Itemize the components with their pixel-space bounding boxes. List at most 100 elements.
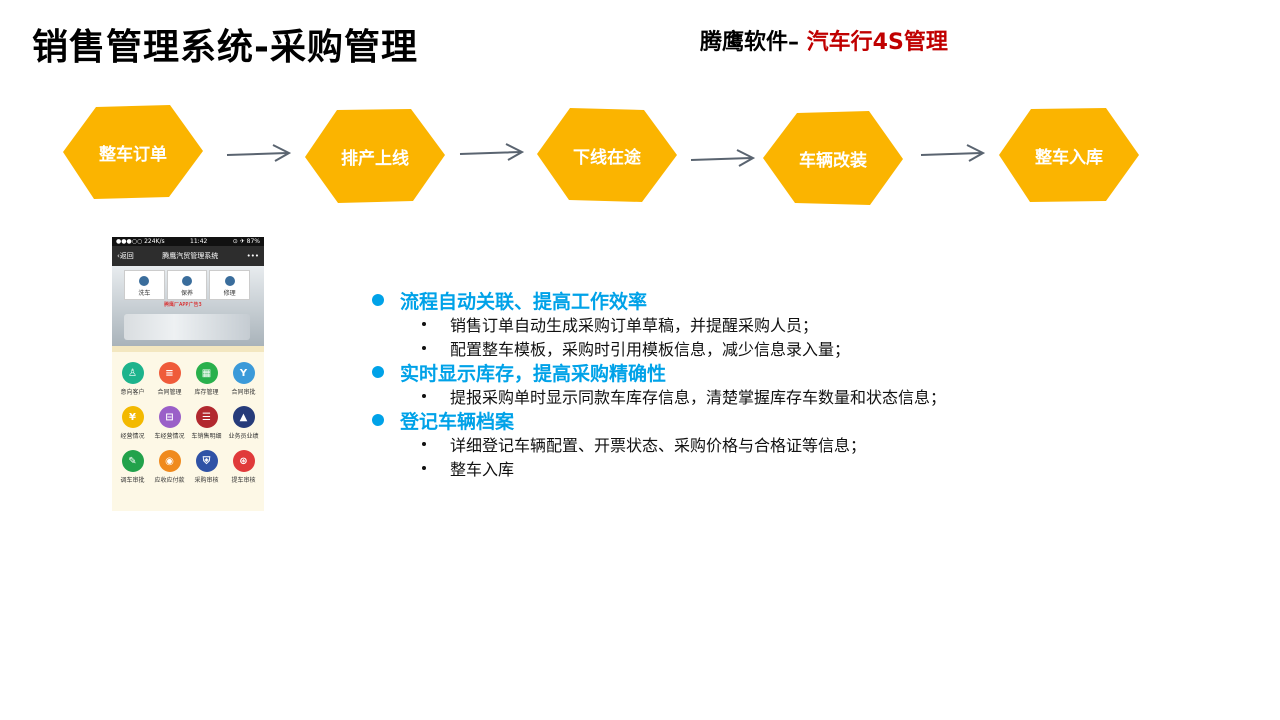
arrow-icon [459, 143, 525, 161]
app-tile[interactable]: ¥ 经营情况 [114, 406, 151, 440]
app-tile[interactable]: ▲ 业务员业绩 [225, 406, 262, 440]
bullet-icon [422, 466, 426, 470]
phone-nav-title: 腾鹰汽贸管理系统 [162, 252, 219, 260]
flow-step-label: 车辆改装 [799, 150, 867, 171]
app-tile[interactable]: ⊟ 车经营情况 [151, 406, 188, 440]
bullet-icon [422, 442, 426, 446]
bullet-icon [422, 322, 426, 326]
app-tile[interactable]: ⛨ 采购审核 [188, 450, 225, 484]
coins-icon: ◉ [158, 450, 181, 472]
battery-text: ⊙ ✈ 87% [232, 238, 260, 245]
app-label: 库存管理 [194, 389, 219, 396]
list-item-text: 详细登记车辆配置、开票状态、采购价格与合格证等信息； [450, 436, 867, 455]
car-check-icon: ⊛ [232, 450, 255, 472]
more-icon[interactable]: ••• [246, 252, 259, 260]
list-item: 销售订单自动生成采购订单草稿，并提醒采购人员； [372, 312, 1072, 336]
app-label: 意向客户 [120, 389, 145, 396]
phone-nav-bar: ‹返回 腾鹰汽贸管理系统 ••• [112, 246, 264, 266]
phone-screenshot: ●●●○○ 224K/s 11:42 ⊙ ✈ 87% ‹返回 腾鹰汽贸管理系统 … [112, 237, 264, 511]
car-icon: ⊟ [158, 406, 181, 428]
app-label: 车销售明细 [191, 433, 222, 440]
bar-chart-icon: ▲ [232, 406, 255, 428]
process-flow: 整车订单 排产上线 下线在途 车辆改装 整车入库 [0, 100, 1280, 210]
list-item-text: 配置整车模板，采购时引用模板信息，减少信息录入量； [450, 340, 851, 359]
list-item-text: 整车入库 [450, 460, 515, 479]
list-item-text: 销售订单自动生成采购订单草稿，并提醒采购人员； [450, 316, 819, 335]
bullet-dot-icon [372, 294, 384, 306]
arrow-icon [690, 149, 756, 167]
money-icon: ¥ [121, 406, 144, 428]
section-heading: 登记车辆档案 [372, 408, 1072, 433]
user-icon: ♙ [121, 362, 144, 384]
app-label: 业务员业绩 [228, 433, 259, 440]
brand-highlight: 汽车行4S管理 [806, 30, 948, 55]
flow-step-5: 整车入库 [999, 108, 1139, 202]
list-item-text: 提报采购单时显示同款车库存信息，清楚掌握库存车数量和状态信息； [450, 388, 947, 407]
bullet-icon [422, 394, 426, 398]
page-title: 销售管理系统-采购管理 [32, 27, 418, 68]
section-heading-text: 流程自动关联、提高工作效率 [400, 290, 648, 313]
list-item: 详细登记车辆配置、开票状态、采购价格与合格证等信息； [372, 432, 1072, 456]
list-item: 配置整车模板，采购时引用模板信息，减少信息录入量； [372, 336, 1072, 360]
feature-list: 流程自动关联、提高工作效率销售订单自动生成采购订单草稿，并提醒采购人员； 配置整车… [372, 288, 1072, 480]
banner-cars-image [124, 314, 250, 340]
app-tile[interactable]: ◉ 应收应付款 [151, 450, 188, 484]
flow-step-2: 排产上线 [305, 109, 445, 203]
bullet-icon [422, 346, 426, 350]
app-label: 提车审核 [231, 477, 256, 484]
shield-icon: ⛨ [195, 450, 218, 472]
list-item: 提报采购单时显示同款车库存信息，清楚掌握库存车数量和状态信息； [372, 384, 1072, 408]
flow-step-label: 排产上线 [341, 148, 409, 169]
section-heading-text: 实时显示库存，提高采购精确性 [400, 362, 667, 385]
signal-text: ●●●○○ 224K/s [116, 238, 165, 245]
banner-card[interactable]: 洗车 [124, 270, 165, 300]
app-tile[interactable]: ⊛ 提车审核 [225, 450, 262, 484]
app-label: 应收应付款 [154, 477, 185, 484]
edit-icon: ✎ [121, 450, 144, 472]
flow-step-1: 整车订单 [63, 105, 203, 199]
arrow-icon [226, 144, 292, 162]
bag-icon [182, 276, 192, 286]
app-label: 调车审批 [120, 477, 145, 484]
section-heading: 实时显示库存，提高采购精确性 [372, 360, 1072, 385]
bullet-dot-icon [372, 366, 384, 378]
list-item: 整车入库 [372, 456, 1072, 480]
brand-prefix: 腾鹰软件– [700, 30, 807, 55]
flow-step-label: 整车入库 [1035, 147, 1103, 168]
section-heading-text: 登记车辆档案 [400, 410, 515, 433]
app-label: 合同管理 [157, 389, 182, 396]
app-grid: ♙ 意向客户 ≡ 合同管理 ▦ 库存管理 Y 合同审批 ¥ 经营情况 ⊟ 车经营情况 ☰ 车销售明细 ▲ 业务… [112, 352, 264, 484]
document-icon: ≡ [158, 362, 181, 384]
phone-status-bar: ●●●○○ 224K/s 11:42 ⊙ ✈ 87% [112, 237, 264, 246]
divider [112, 346, 264, 352]
boxes-icon: ▦ [195, 362, 218, 384]
flow-step-4: 车辆改装 [763, 111, 903, 205]
app-label: 采购审核 [194, 477, 219, 484]
section-heading: 流程自动关联、提高工作效率 [372, 288, 1072, 313]
banner: 洗车 保养 修理 腾鹰厂APP广告3 [112, 266, 264, 346]
banner-card[interactable]: 修理 [209, 270, 251, 300]
app-tile[interactable]: ▦ 库存管理 [188, 362, 225, 396]
app-tile[interactable]: ♙ 意向客户 [114, 362, 151, 396]
drop-icon [139, 276, 150, 286]
bullet-dot-icon [372, 414, 384, 426]
status-time: 11:42 [190, 238, 208, 245]
banner-card[interactable]: 保养 [166, 270, 208, 300]
flow-step-3: 下线在途 [537, 108, 677, 202]
banner-ad: 腾鹰厂APP广告3 [164, 302, 202, 308]
list-icon: ☰ [195, 406, 218, 428]
flow-step-label: 下线在途 [573, 147, 641, 168]
app-tile[interactable]: ✎ 调车审批 [114, 450, 151, 484]
app-label: 合同审批 [231, 389, 256, 396]
fork-icon: Y [232, 362, 255, 384]
flow-step-label: 整车订单 [99, 144, 167, 165]
app-tile[interactable]: ☰ 车销售明细 [188, 406, 225, 440]
back-button[interactable]: ‹返回 [117, 252, 134, 260]
arrow-icon [920, 144, 986, 162]
app-tile[interactable]: Y 合同审批 [225, 362, 262, 396]
app-label: 车经营情况 [154, 433, 185, 440]
app-label: 经营情况 [120, 433, 145, 440]
wrench-icon [224, 276, 235, 286]
brand-text: 腾鹰软件– 汽车行4S管理 [700, 24, 948, 56]
app-tile[interactable]: ≡ 合同管理 [151, 362, 188, 396]
